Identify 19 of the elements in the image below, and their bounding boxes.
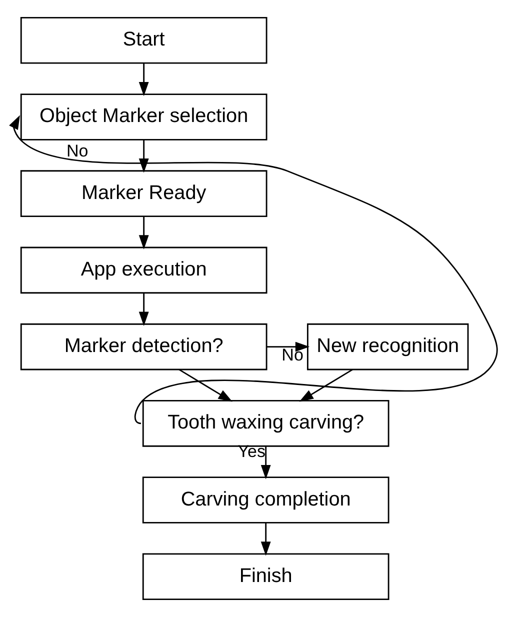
edge-label: No	[66, 142, 88, 161]
node-box: App execution	[20, 246, 268, 294]
arrow	[138, 216, 149, 250]
arrow	[299, 368, 353, 402]
arrow	[138, 292, 149, 326]
node-box: New recognition	[306, 323, 469, 370]
node-box: Start	[20, 16, 268, 64]
node-box: Finish	[142, 553, 390, 600]
arrow	[260, 522, 271, 556]
node-box: Object Marker selection	[20, 94, 268, 140]
arrow	[138, 140, 149, 173]
node-box: Carving completion	[142, 476, 390, 524]
node-box: Marker Ready	[20, 170, 268, 217]
arrow	[138, 63, 149, 96]
edge-label: No	[282, 345, 304, 364]
node-box: Marker detection?	[20, 323, 268, 370]
arrow	[178, 368, 232, 402]
arrow	[266, 342, 310, 352]
arrow	[260, 446, 271, 480]
